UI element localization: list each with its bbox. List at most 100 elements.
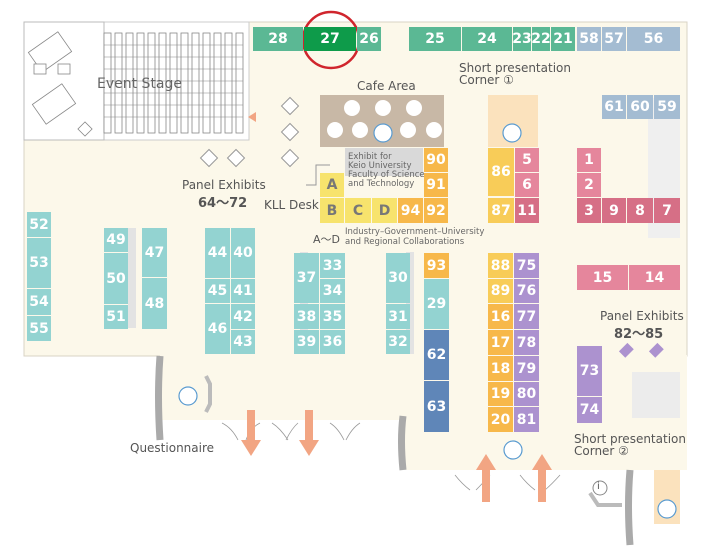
- booth-92[interactable]: 92: [424, 198, 448, 223]
- booth-3[interactable]: 3: [577, 198, 601, 223]
- booth-19[interactable]: 19: [488, 382, 513, 406]
- booth-47[interactable]: 47: [142, 228, 167, 277]
- igu-line1: Industry–Government–University: [345, 227, 485, 237]
- booth-44[interactable]: 44: [205, 228, 230, 278]
- booth-52[interactable]: 52: [27, 212, 51, 237]
- short-presentation-1-corner: Corner ①: [459, 73, 514, 87]
- booth-5[interactable]: 5: [515, 148, 539, 172]
- booth-17[interactable]: 17: [488, 330, 513, 355]
- keio-exhibit-line1: Exhibit for: [348, 152, 392, 162]
- booth-88[interactable]: 88: [488, 253, 513, 278]
- booth-22[interactable]: 22: [531, 27, 551, 51]
- panel-exhibits-b-label: Panel Exhibits: [600, 309, 684, 323]
- booth-53[interactable]: 53: [27, 238, 51, 288]
- booth-D[interactable]: D: [372, 198, 397, 223]
- booth-55[interactable]: 55: [27, 316, 51, 341]
- booth-80[interactable]: 80: [514, 382, 539, 406]
- booth-62[interactable]: 62: [424, 330, 449, 380]
- booth-49[interactable]: 49: [104, 228, 128, 252]
- booth-14[interactable]: 14: [629, 265, 680, 290]
- booth-57[interactable]: 57: [602, 27, 626, 51]
- keio-exhibit-line3: Faculty of Science: [348, 170, 425, 180]
- booth-93[interactable]: 93: [424, 253, 449, 278]
- booth-37[interactable]: 37: [294, 253, 319, 303]
- booth-24[interactable]: 24: [462, 27, 512, 51]
- booth-34[interactable]: 34: [320, 279, 345, 303]
- panel-exhibits-a-label: Panel Exhibits: [182, 178, 266, 192]
- booth-74[interactable]: 74: [577, 397, 602, 423]
- booth-76[interactable]: 76: [514, 279, 539, 303]
- booth-91[interactable]: 91: [424, 173, 448, 197]
- booth-58[interactable]: 58: [577, 27, 601, 51]
- event-stage-label: Event Stage: [97, 76, 183, 92]
- booth-38[interactable]: 38: [294, 304, 319, 329]
- booth-A[interactable]: A: [320, 173, 344, 197]
- booth-41[interactable]: 41: [231, 279, 255, 303]
- booth-42[interactable]: 42: [231, 304, 255, 329]
- keio-exhibit-line4: and Technology: [348, 179, 415, 189]
- booth-40[interactable]: 40: [231, 228, 255, 278]
- questionnaire-label: Questionnaire: [130, 441, 215, 455]
- booth-B[interactable]: B: [320, 198, 344, 223]
- booth-29[interactable]: 29: [424, 279, 449, 329]
- booth-31[interactable]: 31: [386, 304, 410, 329]
- short-presentation-2-label: Short presentation: [574, 432, 686, 446]
- booth-94[interactable]: 94: [398, 198, 423, 223]
- booth-6[interactable]: 6: [515, 173, 539, 197]
- booth-30[interactable]: 30: [386, 253, 410, 303]
- booth-56[interactable]: 56: [627, 27, 680, 51]
- short-presentation-1-label: Short presentation: [459, 61, 571, 75]
- booth-61[interactable]: 61: [602, 95, 626, 119]
- panel-exhibits-a-range: 64〜72: [198, 196, 248, 211]
- booth-7[interactable]: 7: [654, 198, 680, 223]
- short-presentation-2-corner: Corner ②: [574, 444, 629, 458]
- booth-9[interactable]: 9: [602, 198, 626, 223]
- booth-45[interactable]: 45: [205, 279, 230, 303]
- panel-exhibits-b-range: 82〜85: [614, 327, 664, 342]
- booth-C[interactable]: C: [345, 198, 371, 223]
- booth-25[interactable]: 25: [409, 27, 461, 51]
- booth-20[interactable]: 20: [488, 407, 513, 432]
- booth-36[interactable]: 36: [320, 330, 345, 354]
- booth-59[interactable]: 59: [654, 95, 680, 119]
- booth-75[interactable]: 75: [514, 253, 539, 278]
- booth-51[interactable]: 51: [104, 305, 128, 329]
- booth-54[interactable]: 54: [27, 289, 51, 315]
- booth-81[interactable]: 81: [514, 407, 539, 432]
- cafe-area-label: Cafe Area: [357, 79, 416, 93]
- booth-23[interactable]: 23: [512, 27, 532, 51]
- igu-range-label: A〜D: [313, 233, 340, 246]
- booth-16[interactable]: 16: [488, 304, 513, 329]
- booth-18[interactable]: 18: [488, 356, 513, 381]
- booth-11[interactable]: 11: [515, 198, 539, 223]
- booth-78[interactable]: 78: [514, 330, 539, 355]
- booth-86[interactable]: 86: [488, 148, 514, 196]
- booth-90[interactable]: 90: [424, 148, 448, 172]
- booth-39[interactable]: 39: [294, 330, 319, 354]
- booth-63[interactable]: 63: [424, 381, 449, 432]
- booth-48[interactable]: 48: [142, 278, 167, 329]
- booth-73[interactable]: 73: [577, 346, 602, 396]
- booth-35[interactable]: 35: [320, 304, 345, 329]
- booth-79[interactable]: 79: [514, 356, 539, 381]
- booth-27[interactable]: 27: [304, 27, 356, 51]
- booth-32[interactable]: 32: [386, 330, 410, 354]
- kll-desk-label: KLL Desk: [264, 198, 319, 212]
- booth-43[interactable]: 43: [231, 330, 255, 354]
- booth-33[interactable]: 33: [320, 253, 345, 278]
- booth-50[interactable]: 50: [104, 253, 128, 304]
- booth-46[interactable]: 46: [205, 304, 230, 354]
- booth-1[interactable]: 1: [577, 148, 601, 172]
- igu-line2: and Regional Collaborations: [345, 237, 465, 247]
- booth-2[interactable]: 2: [577, 173, 601, 197]
- booth-28[interactable]: 28: [253, 27, 303, 51]
- booth-15[interactable]: 15: [577, 265, 628, 290]
- booth-60[interactable]: 60: [627, 95, 653, 119]
- booth-87[interactable]: 87: [488, 198, 514, 223]
- booth-89[interactable]: 89: [488, 279, 513, 303]
- booth-21[interactable]: 21: [551, 27, 575, 51]
- booth-77[interactable]: 77: [514, 304, 539, 329]
- booth-8[interactable]: 8: [627, 198, 653, 223]
- booth-26[interactable]: 26: [357, 27, 381, 51]
